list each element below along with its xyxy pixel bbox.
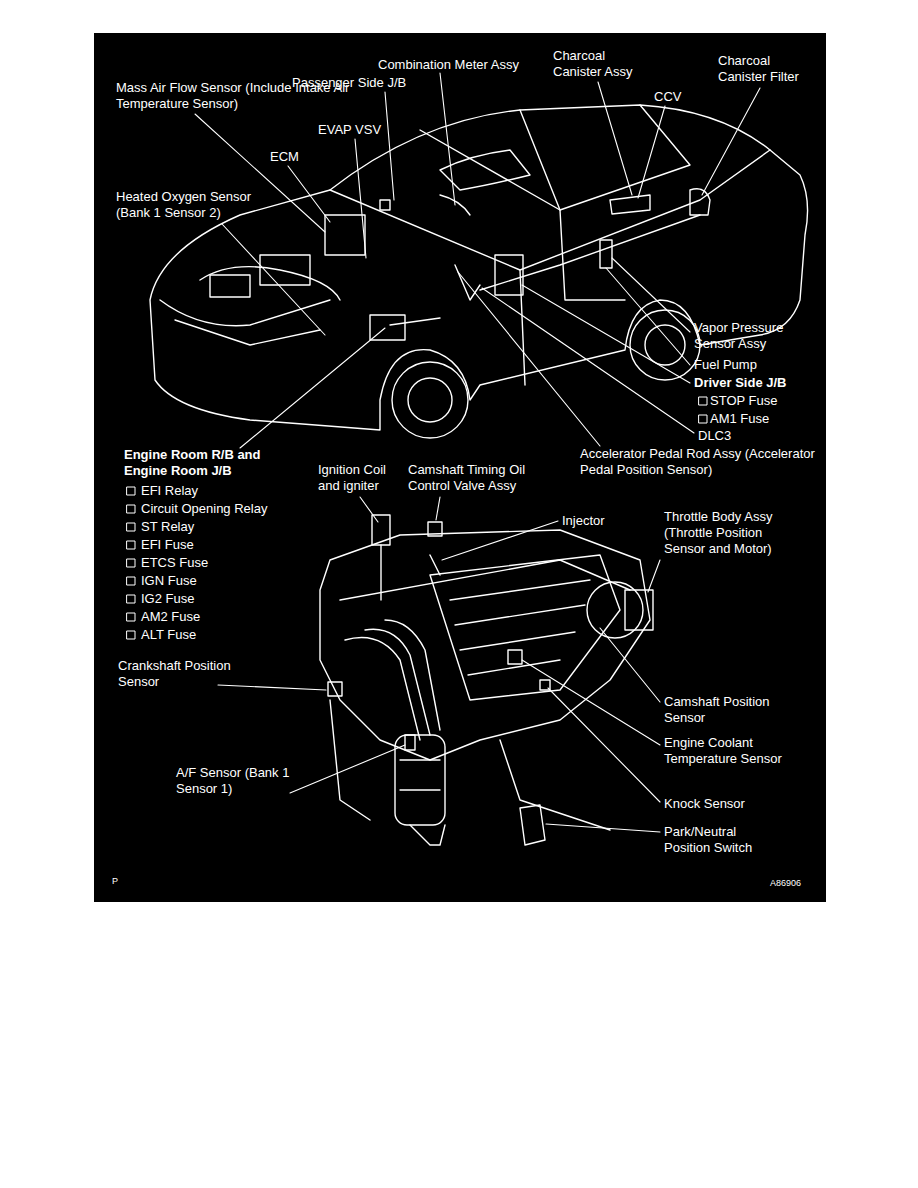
- group-heading: Driver Side J/B: [694, 375, 814, 391]
- part-label: Fuel Pump: [694, 357, 804, 373]
- page-marker: P: [112, 876, 132, 886]
- part-label: Heated Oxygen Sensor (Bank 1 Sensor 2): [116, 189, 266, 221]
- part-label: Engine Coolant Temperature Sensor: [664, 735, 814, 767]
- part-label: Camshaft Position Sensor: [664, 694, 794, 726]
- part-label: DLC3: [698, 428, 758, 444]
- part-label: Knock Sensor: [664, 796, 784, 812]
- fuse-label: IGN Fuse: [141, 573, 301, 589]
- part-label: Charcoal Canister Filter: [718, 53, 813, 85]
- fuse-label: ETCS Fuse: [141, 555, 301, 571]
- part-label: Combination Meter Assy: [378, 57, 538, 73]
- part-label: Throttle Body Assy (Throttle Position Se…: [664, 509, 804, 557]
- group-heading: Engine Room R/B and Engine Room J/B: [124, 447, 284, 479]
- part-label: ECM: [270, 149, 320, 165]
- fuse-label: STOP Fuse: [710, 393, 810, 409]
- figure-code: A86906: [770, 878, 820, 888]
- fuse-label: IG2 Fuse: [141, 591, 301, 607]
- part-label: Camshaft Timing Oil Control Valve Assy: [408, 462, 543, 494]
- fuse-label: AM1 Fuse: [710, 411, 810, 427]
- part-label: Injector: [562, 513, 642, 529]
- part-label: CCV: [654, 89, 704, 105]
- fuse-label: EFI Fuse: [141, 537, 301, 553]
- part-label: Accelerator Pedal Rod Assy (Accelerator …: [580, 446, 820, 478]
- part-label: A/F Sensor (Bank 1 Sensor 1): [176, 765, 296, 797]
- part-label: Ignition Coil and igniter: [318, 462, 398, 494]
- part-label: Vapor Pressure Sensor Assy: [694, 320, 804, 352]
- part-label: Passenger Side J/B: [292, 75, 442, 91]
- relay-label: EFI Relay: [141, 483, 301, 499]
- checkbox-symbols: [127, 397, 707, 639]
- part-label: Crankshaft Position Sensor: [118, 658, 238, 690]
- engine-outline: [320, 515, 653, 845]
- part-label: Park/Neutral Position Switch: [664, 824, 784, 856]
- relay-label: Circuit Opening Relay: [141, 501, 301, 517]
- part-label: Charcoal Canister Assy: [553, 48, 653, 80]
- part-label: EVAP VSV: [318, 122, 408, 138]
- fuse-label: ALT Fuse: [141, 627, 301, 643]
- fuse-label: AM2 Fuse: [141, 609, 301, 625]
- relay-label: ST Relay: [141, 519, 301, 535]
